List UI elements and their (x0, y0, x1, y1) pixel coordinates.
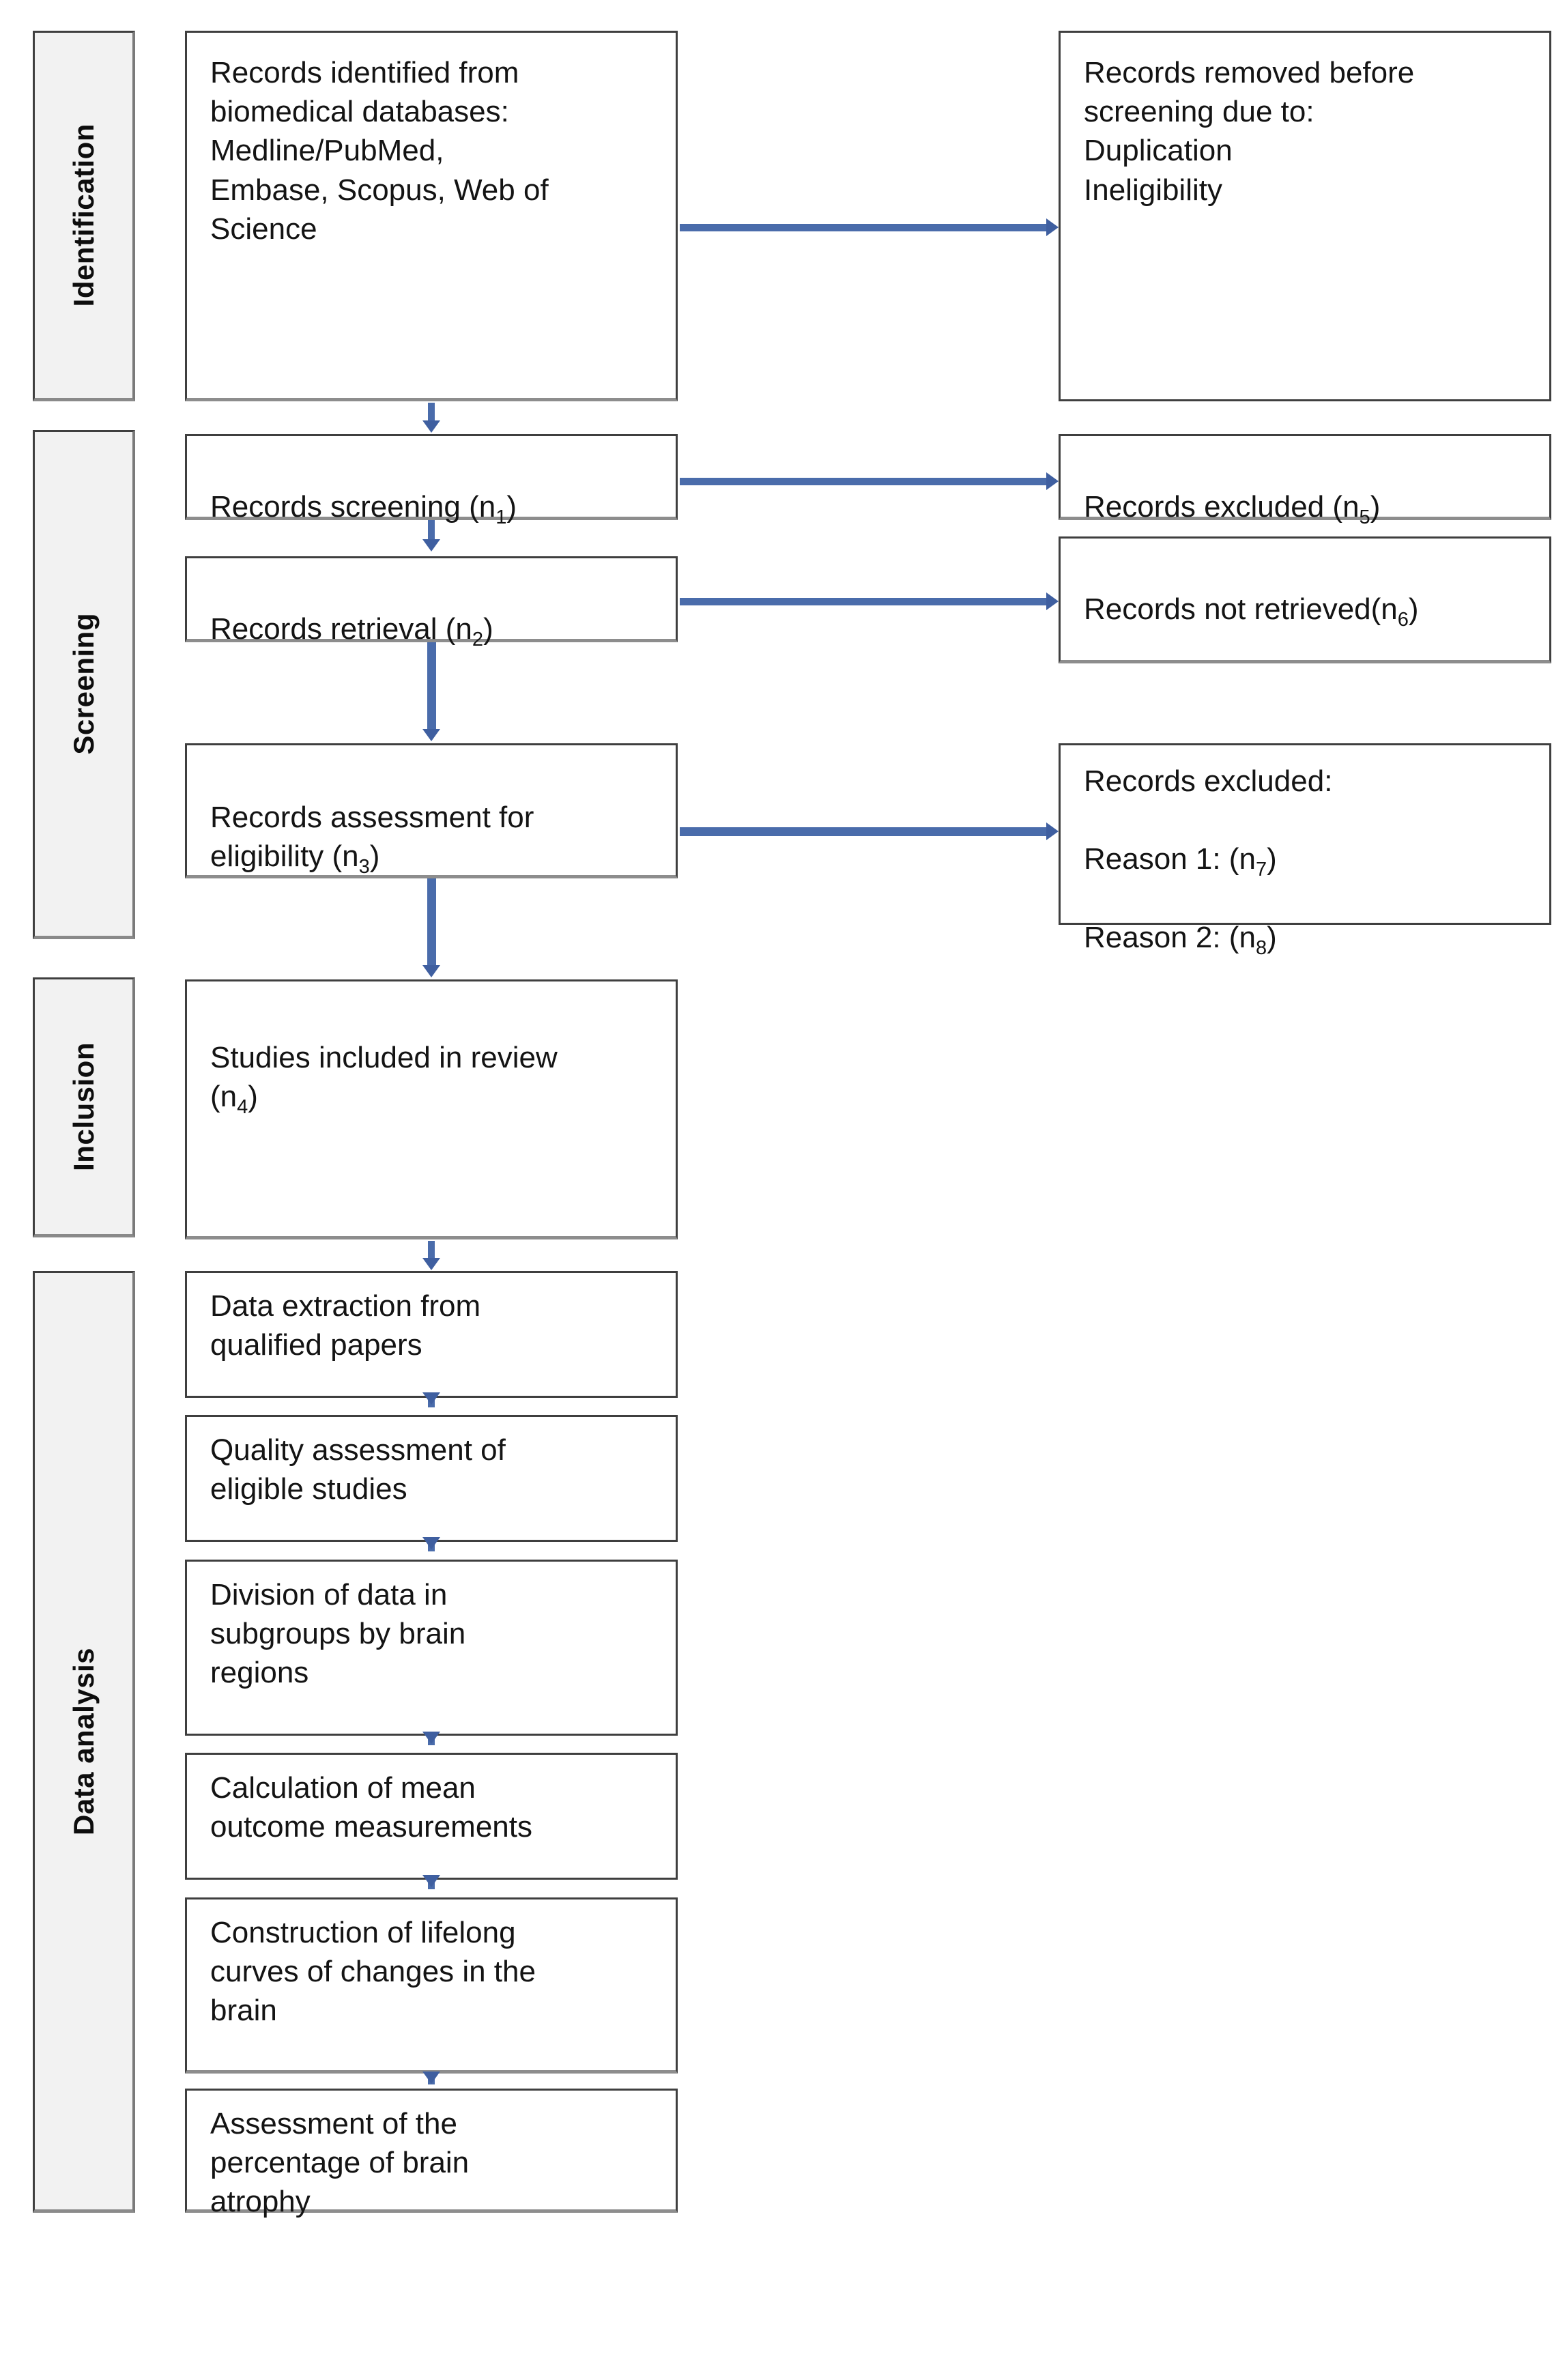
connector-screening-to-excluded-n5 (680, 478, 1047, 485)
connector-screening-to-retrieval (428, 520, 435, 541)
arrowhead-quality-to-division (422, 1537, 440, 1549)
node-records-excluded-n5-sub: 5 (1359, 506, 1370, 528)
arrowhead-screening-to-retrieval (422, 539, 440, 551)
stage-bar-identification: Identification (33, 31, 135, 401)
node-studies-included-text: Studies included in review (n4) (210, 999, 658, 1117)
node-records-identified-line5: Science (210, 212, 317, 246)
arrowhead-assessment-to-excluded-reasons (1046, 822, 1059, 840)
node-records-retrieval: Records retrieval (n2) (185, 556, 678, 650)
node-assessment-atrophy-text: Assessment of the percentage of brain at… (210, 2107, 470, 2219)
node-records-not-retrieved-n6-suffix: ) (1408, 592, 1419, 627)
node-records-removed-line3: Duplication (1084, 134, 1233, 168)
arrowhead-division-to-calculation (422, 1732, 440, 1744)
arrowhead-retrieval-to-assessment (422, 729, 440, 741)
node-data-extraction: Data extraction from qualified papers (185, 1271, 678, 1398)
node-quality-assessment-text: Quality assessment of eligible studies (210, 1433, 506, 1506)
reason-2-prefix: Reason 2: (n (1084, 920, 1256, 954)
arrowhead-included-to-extraction (422, 1258, 440, 1270)
connector-identified-to-screening (428, 403, 435, 423)
node-records-excluded-reason-1: Reason 1: (n7) (1084, 801, 1532, 881)
node-records-excluded-reason-2: Reason 2: (n8) (1084, 879, 1532, 959)
node-records-removed-line4: Ineligibility (1084, 173, 1222, 207)
arrowhead-identified-to-screening (422, 420, 440, 433)
node-records-screening: Records screening (n1) (185, 434, 678, 528)
connector-identified-to-removed (680, 224, 1047, 231)
node-records-screening-prefix: Records screening (n (210, 490, 496, 524)
node-records-not-retrieved-n6-prefix: Records not retrieved(n (1084, 592, 1398, 627)
node-studies-included-suffix: ) (248, 1080, 258, 1114)
reason-2-suffix: ) (1267, 920, 1277, 954)
node-records-excluded-reasons: Records excluded: Reason 1: (n7) Reason … (1059, 743, 1551, 958)
arrowhead-extraction-to-quality (422, 1392, 440, 1405)
node-records-excluded-n5-text: Records excluded (n5) (1084, 448, 1532, 528)
node-records-excluded-n5-suffix: ) (1370, 490, 1381, 524)
node-records-screening-suffix: ) (506, 490, 517, 524)
node-records-not-retrieved-n6-sub: 6 (1397, 608, 1409, 631)
connector-assessment-to-excluded-reasons (680, 827, 1047, 836)
stage-bar-data-analysis: Data analysis (33, 1271, 135, 2213)
node-records-screening-text: Records screening (n1) (210, 448, 658, 528)
node-records-assessment-sub: 3 (358, 856, 370, 878)
arrowhead-assessment-to-included (422, 965, 440, 977)
node-records-assessment-suffix: ) (369, 840, 380, 874)
reason-1-prefix: Reason 1: (n (1084, 842, 1256, 876)
node-records-identified-line1: Records identified from (210, 56, 519, 89)
node-records-removed-line2: screening due to: (1084, 95, 1314, 129)
connector-included-to-extraction (428, 1241, 435, 1260)
stage-label-data-analysis: Data analysis (67, 1647, 100, 1835)
node-data-extraction-text: Data extraction from qualified papers (210, 1289, 481, 1362)
stage-bar-screening: Screening (33, 430, 135, 939)
arrowhead-identified-to-removed (1046, 218, 1059, 236)
arrowhead-calculation-to-construction (422, 1875, 440, 1887)
reason-1-suffix: ) (1267, 842, 1277, 876)
node-records-retrieval-prefix: Records retrieval (n (210, 612, 472, 646)
reason-1-sub: 7 (1255, 859, 1267, 881)
node-records-removed-before-screening: Records removed before screening due to:… (1059, 31, 1551, 401)
node-records-retrieval-sub: 2 (472, 628, 484, 650)
node-records-removed-line1: Records removed before (1084, 56, 1415, 89)
node-quality-assessment: Quality assessment of eligible studies (185, 1415, 678, 1542)
node-division-subgroups: Division of data in subgroups by brain r… (185, 1560, 678, 1736)
connector-retrieval-to-assessment (427, 642, 436, 731)
stage-label-screening: Screening (67, 613, 100, 755)
node-records-excluded-n5: Records excluded (n5) (1059, 434, 1551, 528)
node-records-identified-line4: Embase, Scopus, Web of (210, 173, 549, 207)
node-records-not-retrieved-n6-text: Records not retrieved(n6) (1084, 551, 1532, 629)
stage-label-inclusion: Inclusion (67, 1042, 100, 1171)
node-records-identified-line3: Medline/PubMed, (210, 134, 444, 168)
arrowhead-retrieval-to-not-retrieved (1046, 592, 1059, 610)
stage-bar-inclusion: Inclusion (33, 977, 135, 1237)
node-records-assessment-eligibility: Records assessment for eligibility (n3) (185, 743, 678, 878)
node-studies-included: Studies included in review (n4) (185, 979, 678, 1239)
node-studies-included-prefix: Studies included in review (n (210, 1041, 558, 1114)
node-studies-included-sub: 4 (237, 1096, 248, 1119)
node-records-screening-sub: 1 (495, 506, 507, 528)
node-records-retrieval-text: Records retrieval (n2) (210, 571, 658, 650)
node-assessment-atrophy: Assessment of the percentage of brain at… (185, 2089, 678, 2218)
node-records-excluded-reasons-title: Records excluded: (1084, 764, 1333, 798)
stage-label-identification: Identification (67, 124, 100, 307)
node-calculation-mean: Calculation of mean outcome measurements (185, 1753, 678, 1880)
node-records-not-retrieved-n6: Records not retrieved(n6) (1059, 536, 1551, 663)
arrowhead-construction-to-assessment (422, 2071, 440, 2084)
node-records-assessment-text: Records assessment for eligibility (n3) (210, 759, 658, 878)
node-records-identified: Records identified from biomedical datab… (185, 31, 678, 401)
connector-retrieval-to-not-retrieved (680, 598, 1047, 605)
node-calculation-mean-text: Calculation of mean outcome measurements (210, 1771, 532, 1844)
node-records-excluded-n5-prefix: Records excluded (n (1084, 490, 1360, 524)
node-records-assessment-prefix: Records assessment for eligibility (n (210, 801, 534, 874)
connector-assessment-to-included (427, 878, 436, 967)
node-construction-curves: Construction of lifelong curves of chang… (185, 1897, 678, 2074)
node-division-subgroups-text: Division of data in subgroups by brain r… (210, 1578, 466, 1690)
node-records-identified-line2: biomedical databases: (210, 95, 509, 129)
node-records-retrieval-suffix: ) (483, 612, 493, 646)
reason-2-sub: 8 (1255, 936, 1267, 959)
arrowhead-screening-to-excluded-n5 (1046, 472, 1059, 490)
node-construction-curves-text: Construction of lifelong curves of chang… (210, 1916, 536, 2028)
